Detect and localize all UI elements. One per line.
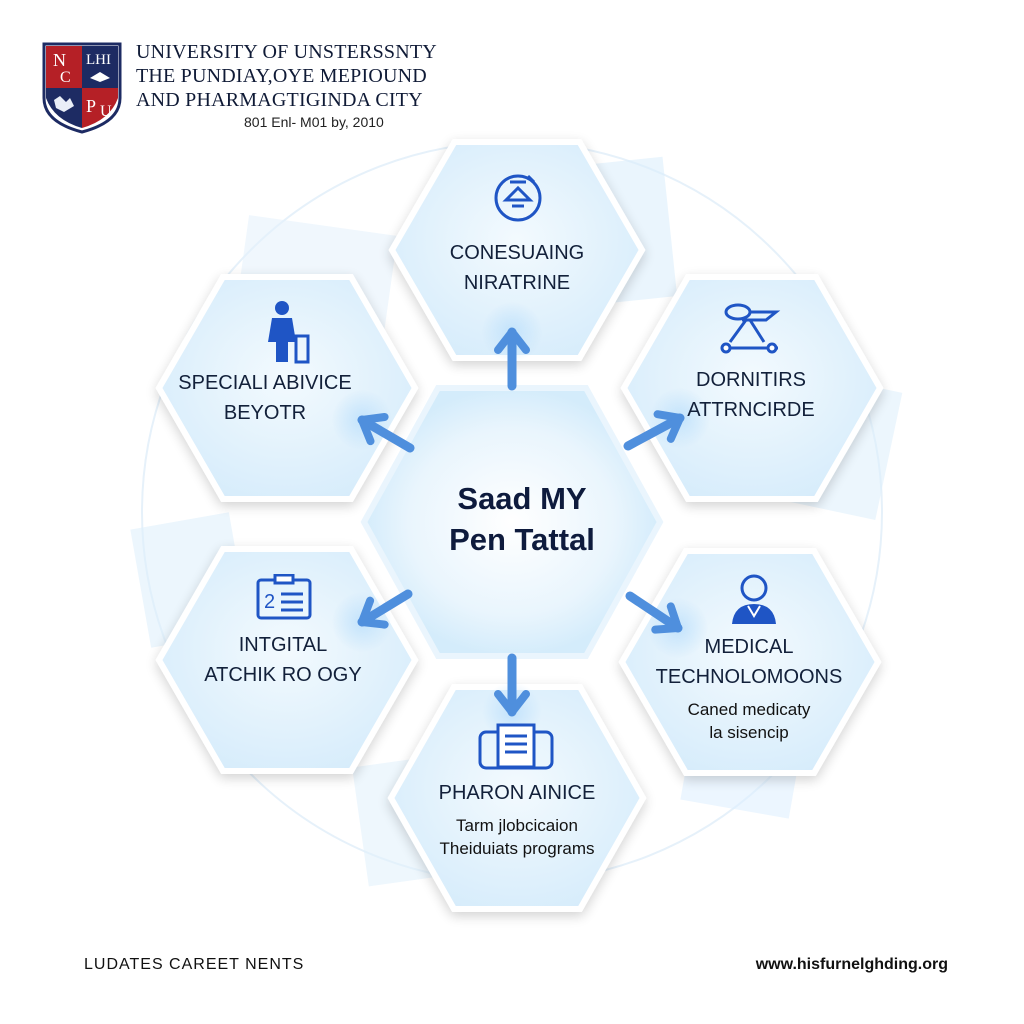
- title-subtitle: 801 Enl- M01 by, 2010: [244, 114, 384, 130]
- node-bottom-label: PHARON AINICE Tarm jlobcicaion Theiduiat…: [407, 778, 627, 860]
- center-line: Pen Tattal: [449, 522, 595, 557]
- university-title: UNIVERSITY OF UNSTERSSNTY THE PUNDIAY,OY…: [136, 40, 466, 130]
- node-line: NIRATRINE: [463, 272, 571, 294]
- node-description: Tarm jlobcicaion Theiduiats programs: [407, 814, 627, 860]
- node-line: ATTRNCIRDE: [687, 399, 815, 421]
- crest-letter: N: [53, 50, 66, 70]
- node-line: DORNITIRS: [696, 369, 806, 391]
- node-line: CONESUAING: [449, 242, 585, 264]
- node-upper-left-label: SPECIALI ABIVICE BEYOTR: [155, 368, 375, 428]
- footer-website-link[interactable]: www.hisfurnelghding.org: [755, 956, 948, 973]
- arrow-to-upper-right: [623, 388, 710, 451]
- title-line: AND PHARMAGTIGINDA CITY: [136, 89, 423, 111]
- node-desc-line: la sisencip: [709, 723, 789, 742]
- arrow-to-upper-left: [332, 390, 415, 453]
- id-card-icon: 2: [255, 573, 313, 627]
- node-desc-line: Theiduiats programs: [439, 839, 595, 858]
- center-hexagon: [360, 385, 664, 659]
- crest-letter: U: [100, 103, 112, 120]
- node-desc-line: Tarm jlobcicaion: [456, 816, 578, 835]
- person-icon: [262, 298, 314, 369]
- node-line: MEDICAL: [704, 636, 794, 658]
- arrow-to-top: [482, 302, 542, 391]
- crest-letter: C: [60, 69, 71, 86]
- hexagon-top: [388, 139, 646, 361]
- crest-letter: LHI: [86, 52, 111, 68]
- aircraft-icon: [716, 298, 782, 363]
- header: N C LHI P U UNIVERSITY OF UNSTERSSNTY TH…: [40, 38, 460, 138]
- node-description: Caned medicaty la sisencip: [639, 698, 859, 744]
- title-line: UNIVERSITY OF UNSTERSSNTY: [136, 41, 437, 63]
- node-lower-right-label: MEDICAL TECHNOLOMOONS Caned medicaty la …: [639, 632, 859, 744]
- outer-hexagons: [155, 139, 884, 912]
- node-top-label: CONESUAING NIRATRINE: [407, 238, 627, 298]
- node-line: BEYOTR: [223, 402, 307, 424]
- document-icon: [478, 722, 554, 777]
- node-line: SPECIALI ABIVICE: [178, 372, 352, 394]
- footer-caption: LUDATES CAREET NENTS: [84, 956, 305, 973]
- node-desc-line: Caned medicaty: [687, 700, 811, 719]
- node-line: INTGITAL: [238, 634, 328, 656]
- node-lower-left-label: INTGITAL ATCHIK RO OGY: [173, 630, 393, 690]
- arrows: [332, 302, 710, 742]
- arrow-to-lower-right: [625, 591, 708, 658]
- title-line: THE PUNDIAY,OYE MEPIOUND: [136, 65, 427, 87]
- crest-letter: P: [86, 96, 96, 116]
- node-upper-right-label: DORNITIRS ATTRNCIRDE: [641, 365, 861, 425]
- node-line: ATCHIK RO OGY: [204, 664, 362, 686]
- hexagon-bottom: [387, 684, 647, 912]
- arrow-to-lower-left: [332, 589, 413, 652]
- doctor-icon: [728, 572, 780, 631]
- university-crest-logo: N C LHI P U: [40, 40, 124, 134]
- center-line: Saad MY: [457, 481, 587, 516]
- scale-icon: [490, 168, 546, 229]
- node-line: PHARON AINICE: [438, 782, 596, 804]
- center-title: Saad MY Pen Tattal: [397, 478, 647, 560]
- svg-text:2: 2: [264, 591, 275, 613]
- node-line: TECHNOLOMOONS: [655, 666, 843, 688]
